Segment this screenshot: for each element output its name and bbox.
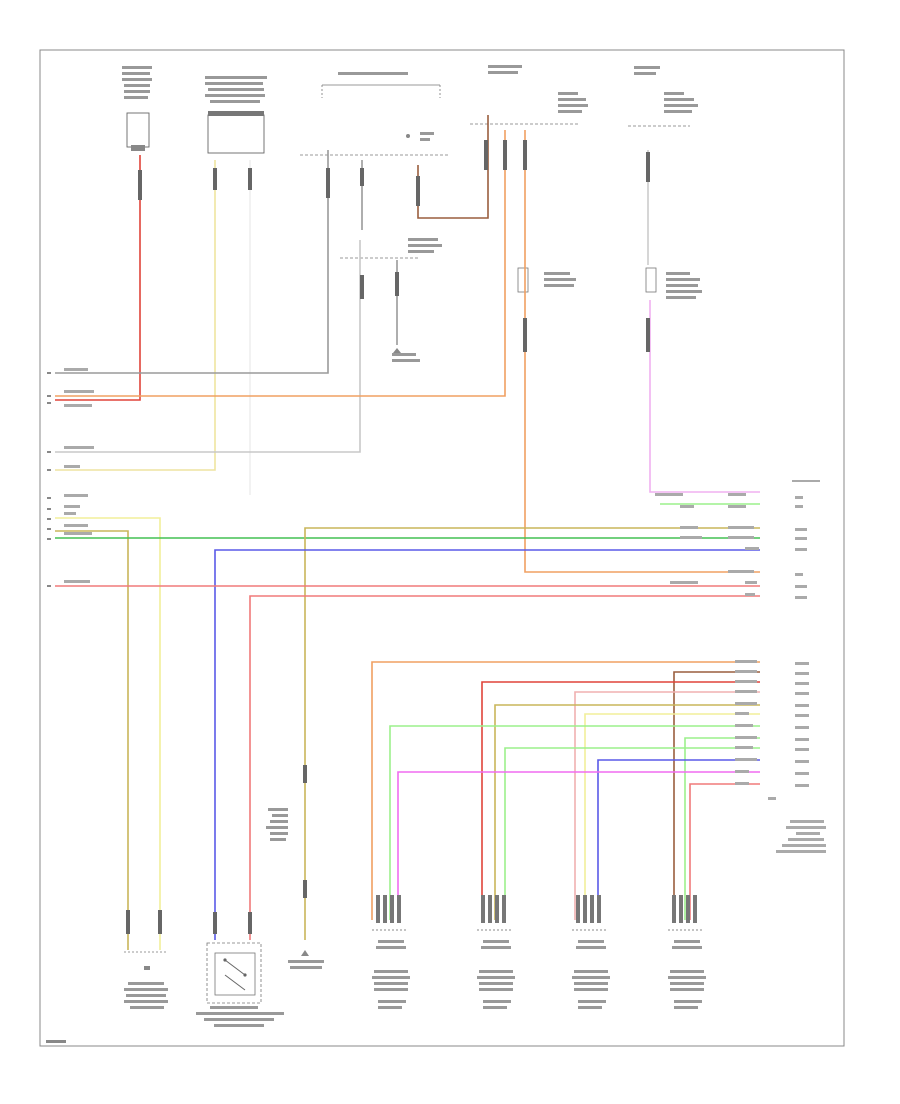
bus-code-tags [655,493,759,785]
bus-wire [684,737,760,920]
left-connector-markers [47,372,51,587]
left-damper-unit [124,951,168,1009]
top-vertical-wires [55,115,760,573]
left-wire-codes [64,368,94,583]
bus-wire [371,661,760,920]
bus-wire [397,771,760,920]
actuator-group [372,895,706,1009]
top-left-module [205,76,267,154]
rear-left-actuator [477,895,515,1009]
ground-marker-bottom [288,950,324,969]
mid-harness [55,503,760,950]
bus-wire [494,704,760,920]
front-left-actuator [372,895,410,1009]
main-fuse-block [470,65,588,293]
bus-wire [584,713,760,920]
bus-wire [597,759,760,920]
front-right-actuator [668,895,706,1009]
bus-wire [673,671,760,920]
bus-wire [574,691,760,920]
bus-wire [689,783,760,920]
junction-block-top [300,72,450,362]
wire-connector-blobs [126,140,650,934]
switch-unit [196,942,284,1027]
page-code [46,1040,66,1043]
left-horn-relay [122,66,152,151]
diagram-frame [39,49,845,1047]
right-fuse-block [628,66,702,299]
bus-wire [481,681,760,920]
bus-wire [504,747,760,920]
rear-right-actuator [572,895,610,1009]
right-connector-labels [768,480,826,853]
right-bus-wires [371,661,760,920]
mid-relay-label [266,808,288,841]
bus-wire [389,725,760,920]
